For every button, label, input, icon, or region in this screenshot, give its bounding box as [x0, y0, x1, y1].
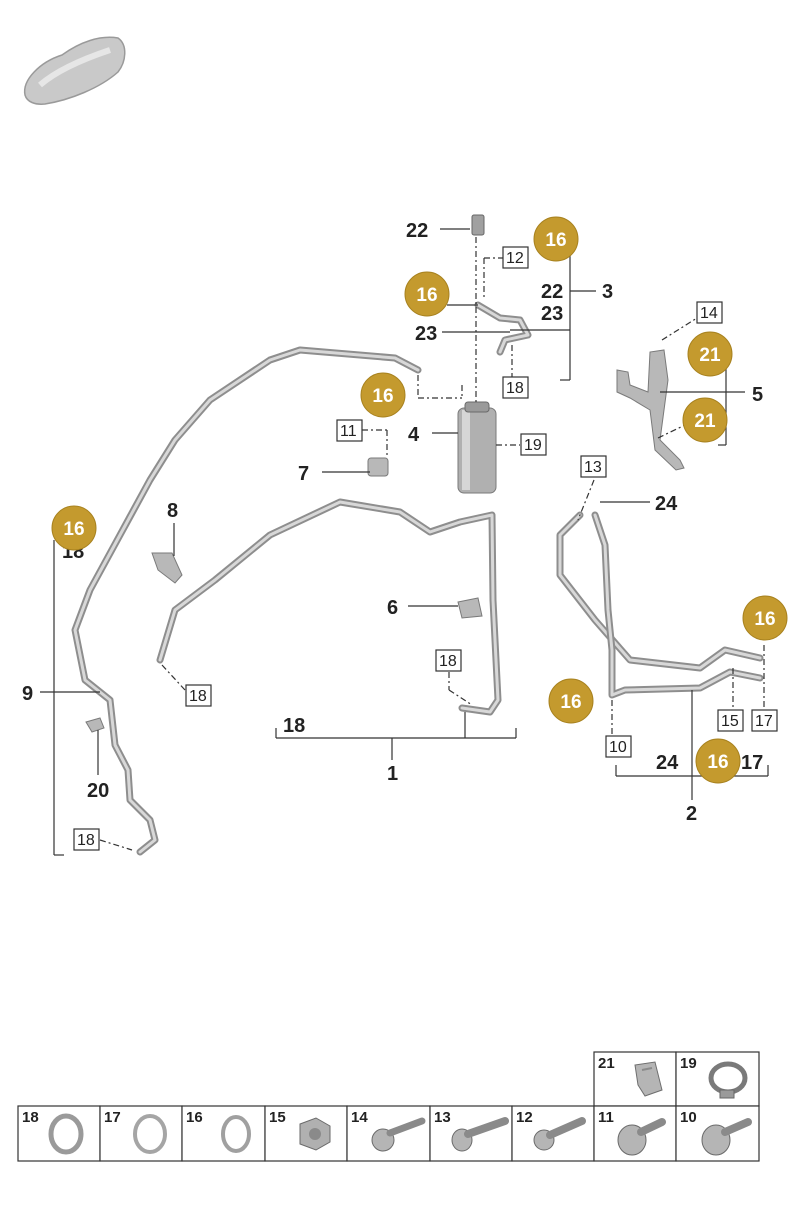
label-22-group: 22 [541, 281, 563, 303]
badge-16-top[interactable]: 16 [533, 216, 579, 262]
label-23: 23 [415, 323, 437, 345]
boxed-label-13: 13 [584, 459, 602, 476]
badges: 16 16 16 16 16 16 16 21 [51, 216, 788, 784]
badge-16-lower[interactable]: 16 [548, 678, 594, 724]
badge-21-upper[interactable]: 21 [687, 331, 733, 377]
table-number-14: 14 [351, 1109, 368, 1126]
label-3: 3 [602, 281, 613, 303]
boxed-label-15: 15 [721, 713, 739, 730]
boxed-label-10: 10 [609, 739, 627, 756]
boxed-label-19: 19 [524, 437, 542, 454]
badge-16-right[interactable]: 16 [742, 595, 788, 641]
svg-text:16: 16 [707, 752, 728, 773]
svg-text:16: 16 [63, 519, 84, 540]
table-number-13: 13 [434, 1109, 451, 1126]
table-number-11: 11 [598, 1109, 614, 1126]
label-24: 24 [655, 493, 678, 515]
label-4: 4 [408, 424, 420, 446]
boxed-label-18-line1: 18 [439, 653, 457, 670]
pipe-line-1 [156, 498, 502, 716]
label-20: 20 [87, 780, 109, 802]
pipe-line-9 [71, 346, 422, 856]
seal-ring-icon [133, 1114, 167, 1154]
receiver-drier [457, 401, 497, 494]
label-22: 22 [406, 220, 428, 242]
label-23-group: 23 [541, 303, 563, 325]
seal-ring-icon [221, 1115, 251, 1153]
svg-text:16: 16 [545, 230, 566, 251]
svg-text:16: 16 [416, 285, 437, 306]
badge-16-upper[interactable]: 16 [404, 271, 450, 317]
socket-bolt-icon [451, 1117, 509, 1152]
bracket-6 [457, 597, 483, 619]
label-24-group: 24 [656, 752, 679, 774]
label-8: 8 [167, 500, 178, 522]
pipe-line-2 [556, 511, 764, 699]
badge-16-left[interactable]: 16 [51, 505, 97, 551]
badge-21-lower[interactable]: 21 [682, 397, 728, 443]
hex-nut-icon [299, 1117, 331, 1151]
table-number-21: 21 [598, 1055, 615, 1072]
flange-bolt-icon [371, 1117, 426, 1152]
sensor-7 [367, 457, 389, 477]
seal-ring-icon [48, 1113, 84, 1155]
boxed-label-14: 14 [700, 305, 718, 322]
table-number-15: 15 [269, 1109, 286, 1126]
clip-20 [85, 717, 105, 733]
boxed-label-18: 18 [506, 380, 524, 397]
badge-16-group-2[interactable]: 16 [695, 738, 741, 784]
leader-lines [40, 228, 769, 856]
bracket-clip-icon [634, 1061, 663, 1097]
socket-bolt-icon [533, 1117, 586, 1151]
torx-bolt-icon [617, 1118, 666, 1156]
pipe-part-3 [471, 214, 532, 356]
label-1: 1 [387, 763, 398, 785]
part-labels: 22 22 23 23 3 4 7 8 6 18 1 9 20 5 24 24 … [22, 220, 763, 825]
table-number-19: 19 [680, 1055, 697, 1072]
badge-16-mid[interactable]: 16 [360, 372, 406, 418]
torx-bolt-icon [701, 1118, 752, 1156]
svg-text:21: 21 [699, 345, 721, 366]
table-number-17: 17 [104, 1109, 121, 1126]
svg-text:21: 21 [694, 411, 716, 432]
boxed-label-18-line9: 18 [77, 832, 95, 849]
svg-text:16: 16 [754, 609, 775, 630]
label-2: 2 [686, 803, 697, 825]
boxed-label-12: 12 [506, 250, 524, 267]
bracket-5 [616, 349, 685, 471]
car-thumbnail-icon[interactable] [24, 36, 126, 105]
svg-text:16: 16 [372, 386, 393, 407]
label-17: 17 [741, 752, 763, 774]
label-9: 9 [22, 683, 33, 705]
label-18: 18 [283, 715, 305, 737]
svg-text:16: 16 [560, 692, 581, 713]
parts-table: 21 19 18 17 16 15 14 13 12 11 10 [17, 1051, 760, 1162]
table-number-16: 16 [186, 1109, 203, 1126]
label-7: 7 [298, 463, 309, 485]
boxed-labels: 12 18 11 19 14 13 18 18 18 10 15 17 [73, 246, 778, 851]
boxed-label-17: 17 [755, 713, 773, 730]
table-number-18: 18 [22, 1109, 39, 1126]
table-number-10: 10 [680, 1109, 697, 1126]
hose-clamp-icon [708, 1061, 748, 1099]
label-6: 6 [387, 597, 398, 619]
pressure-sensor-8 [151, 552, 183, 584]
boxed-label-18-clip: 18 [189, 688, 207, 705]
label-5: 5 [752, 384, 763, 406]
boxed-label-11: 11 [340, 423, 357, 440]
table-number-12: 12 [516, 1109, 533, 1126]
